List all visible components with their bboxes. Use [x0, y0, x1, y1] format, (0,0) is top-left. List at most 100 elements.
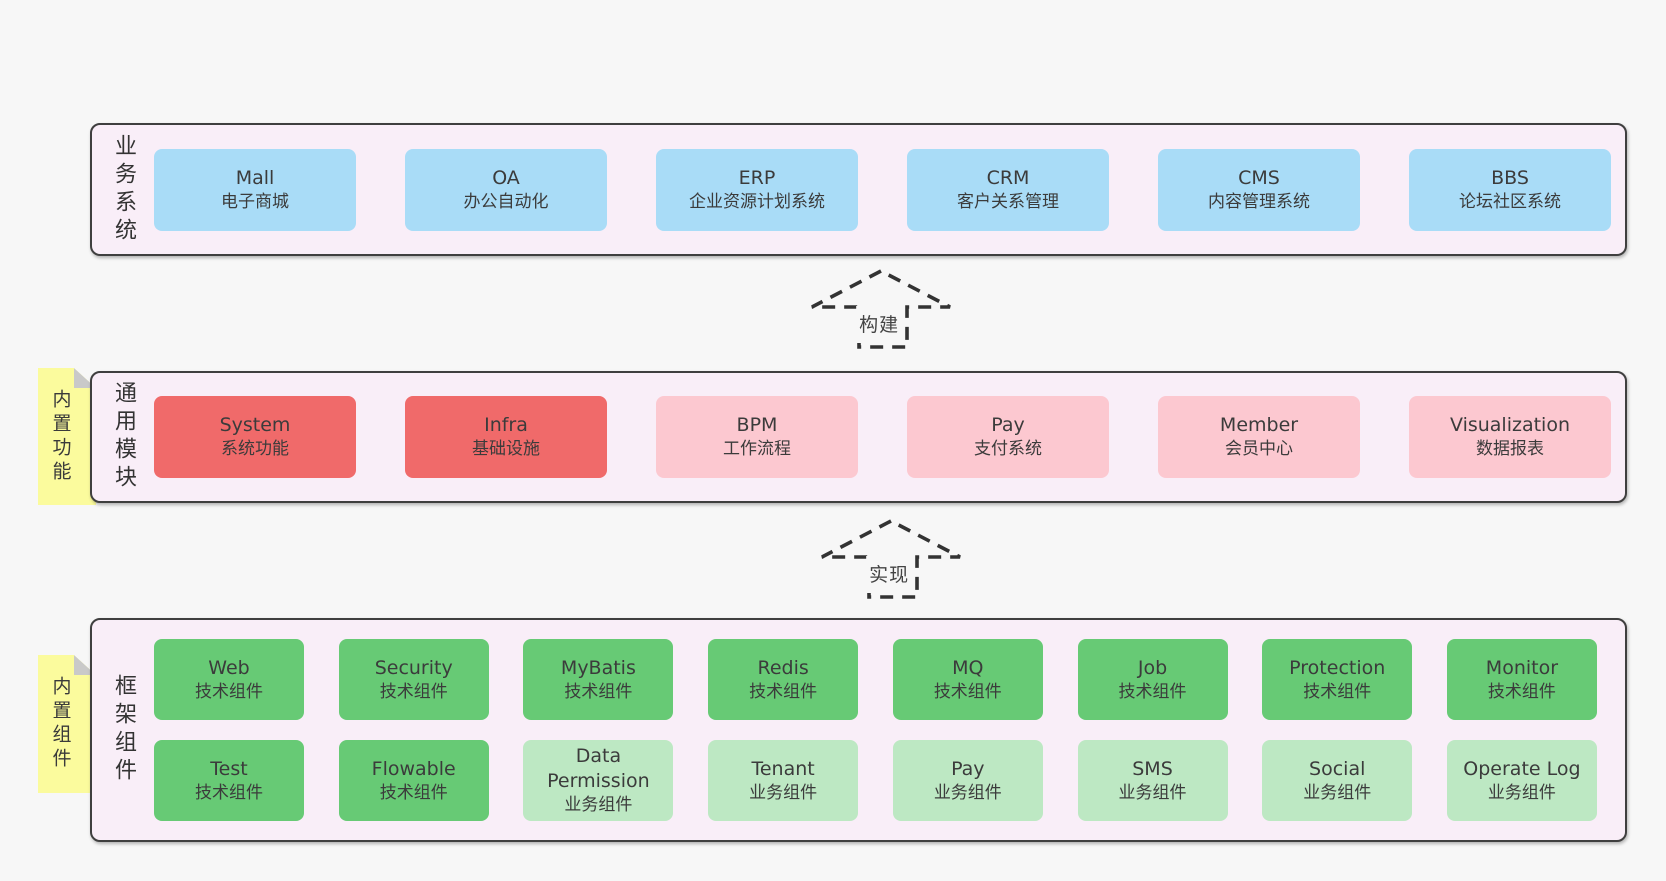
box-erp: ERP 企业资源计划系统	[656, 148, 858, 231]
box-title: SMS	[1132, 757, 1173, 780]
box-title: System	[219, 414, 291, 437]
box-subtitle: 内容管理系统	[1208, 191, 1310, 212]
box-crm: CRM 客户关系管理	[907, 148, 1109, 231]
box-bbs: BBS 论坛社区系统	[1409, 148, 1611, 231]
box-subtitle: 技术组件	[933, 681, 1002, 702]
builtin-features-sticky: 内置功能	[38, 368, 96, 505]
box-subtitle: 业务组件	[1487, 782, 1556, 803]
dashed-up-arrow-icon	[811, 268, 951, 349]
box-title: MQ	[952, 656, 984, 679]
box-data-permission: Data Permission 业务组件	[523, 740, 674, 821]
box-subtitle: 会员中心	[1225, 439, 1293, 460]
box-title: Tenant	[751, 757, 815, 780]
box-protection: Protection 技术组件	[1262, 639, 1413, 720]
box-subtitle: 电子商城	[221, 191, 289, 212]
box-subtitle: 基础设施	[472, 439, 540, 460]
box-tenant: Tenant 业务组件	[708, 740, 859, 821]
box-subtitle: 技术组件	[1118, 681, 1187, 702]
box-web: Web 技术组件	[154, 639, 304, 720]
box-title: CRM	[986, 166, 1030, 189]
box-subtitle: 技术组件	[564, 681, 633, 702]
box-title: BPM	[736, 414, 778, 437]
build-arrow: 构建	[808, 268, 954, 350]
box-infra: Infra 基础设施	[405, 396, 607, 478]
build-arrow-label: 构建	[856, 306, 903, 343]
box-visualization: Visualization 数据报表	[1409, 396, 1611, 478]
box-subtitle: 技术组件	[379, 782, 448, 803]
box-subtitle: 客户关系管理	[957, 191, 1059, 212]
component-rows: Web 技术组件 Security 技术组件 MyBatis 技术组件 Redi…	[154, 639, 1625, 821]
box-subtitle: 业务组件	[564, 795, 633, 816]
box-member: Member 会员中心	[1158, 396, 1360, 478]
business-layer-label: 业务系统	[111, 133, 136, 246]
box-system: System 系统功能	[154, 396, 356, 478]
box-subtitle: 技术组件	[195, 782, 263, 803]
box-title: Infra	[484, 414, 528, 437]
business-layer-label-wrap: 业务系统	[92, 134, 154, 246]
box-title: Web	[208, 656, 250, 679]
builtin-components-sticky: 内置组件	[38, 655, 96, 793]
box-title: Redis	[757, 656, 809, 679]
box-title: Operate Log	[1463, 757, 1581, 780]
business-boxes-row: Mall 电子商城 OA 办公自动化 ERP 企业资源计划系统 CRM 客户关系…	[154, 148, 1625, 231]
box-title: BBS	[1491, 166, 1529, 189]
box-subtitle: 企业资源计划系统	[689, 191, 825, 212]
component-row-2: Test 技术组件 Flowable 技术组件 Data Permission …	[154, 740, 1611, 821]
box-oa: OA 办公自动化	[405, 148, 607, 231]
box-title: Data Permission	[547, 745, 650, 793]
box-subtitle: 数据报表	[1476, 439, 1544, 460]
box-security: Security 技术组件	[338, 639, 489, 720]
box-subtitle: 业务组件	[1303, 782, 1372, 803]
box-title: Job	[1137, 656, 1168, 679]
box-subtitle: 技术组件	[749, 681, 818, 702]
box-title: Pay	[991, 414, 1025, 437]
box-mq: MQ 技术组件	[892, 639, 1043, 720]
box-subtitle: 技术组件	[1303, 681, 1372, 702]
box-subtitle: 工作流程	[723, 439, 791, 460]
implement-arrow-label: 实现	[866, 556, 913, 593]
box-subtitle: 论坛社区系统	[1459, 191, 1561, 212]
box-title: Mall	[235, 166, 275, 189]
component-layer-panel: 框架组件 Web 技术组件 Security 技术组件 MyBatis 技术组件…	[90, 618, 1627, 842]
module-boxes-row: System 系统功能 Infra 基础设施 BPM 工作流程 Pay 支付系统…	[154, 396, 1625, 478]
box-pay-system: Pay 支付系统	[907, 396, 1109, 478]
dashed-up-arrow-icon	[821, 518, 961, 599]
box-subtitle: 技术组件	[195, 681, 263, 702]
box-title: Social	[1309, 757, 1366, 780]
box-flowable: Flowable 技术组件	[338, 740, 489, 821]
box-subtitle: 支付系统	[974, 439, 1042, 460]
component-layer-label: 框架组件	[111, 674, 136, 786]
builtin-features-sticky-label: 内置功能	[49, 388, 72, 485]
box-test: Test 技术组件	[154, 740, 304, 821]
module-layer-label: 通用模块	[111, 381, 136, 493]
box-mall: Mall 电子商城	[154, 148, 356, 231]
box-subtitle: 业务组件	[1118, 782, 1187, 803]
box-subtitle: 业务组件	[749, 782, 818, 803]
builtin-components-sticky-label: 内置组件	[49, 676, 72, 772]
box-mybatis: MyBatis 技术组件	[523, 639, 674, 720]
box-redis: Redis 技术组件	[708, 639, 859, 720]
box-title: Security	[374, 656, 453, 679]
box-subtitle: 办公自动化	[463, 191, 549, 212]
box-cms: CMS 内容管理系统	[1158, 148, 1360, 231]
box-title: Monitor	[1485, 656, 1559, 679]
box-title: Visualization	[1449, 414, 1570, 437]
module-layer-panel: 通用模块 System 系统功能 Infra 基础设施 BPM 工作流程 Pay…	[90, 371, 1627, 503]
box-title: MyBatis	[560, 656, 636, 679]
box-sms: SMS 业务组件	[1077, 740, 1228, 821]
module-layer-label-wrap: 通用模块	[92, 381, 154, 493]
box-pay-component: Pay 业务组件	[892, 740, 1043, 821]
box-title: Flowable	[371, 757, 456, 780]
box-subtitle: 技术组件	[1487, 681, 1556, 702]
box-subtitle: 系统功能	[221, 439, 289, 460]
box-title: Pay	[951, 757, 985, 780]
component-layer-label-wrap: 框架组件	[92, 674, 154, 786]
box-subtitle: 业务组件	[933, 782, 1002, 803]
box-job: Job 技术组件	[1077, 639, 1228, 720]
box-title: Protection	[1289, 656, 1386, 679]
box-social: Social 业务组件	[1262, 740, 1413, 821]
business-layer-panel: 业务系统 Mall 电子商城 OA 办公自动化 ERP 企业资源计划系统 CRM…	[90, 123, 1627, 256]
box-operate-log: Operate Log 业务组件	[1446, 740, 1597, 821]
box-title: Test	[210, 757, 248, 780]
